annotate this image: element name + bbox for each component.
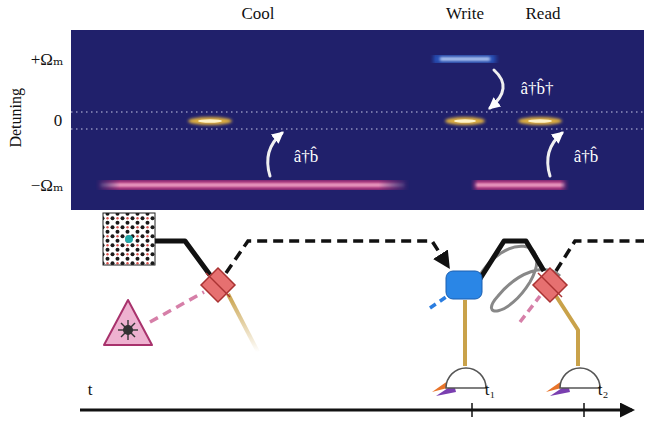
output-beam <box>556 296 578 366</box>
operator-label: â†b̂ <box>294 148 319 167</box>
beam <box>478 241 544 282</box>
beam-splitter <box>201 268 567 302</box>
spectrogram-panel <box>71 30 644 210</box>
scattering-arrow <box>268 70 562 176</box>
beam <box>155 241 210 275</box>
laser-symbol <box>104 300 152 345</box>
detector <box>432 368 600 396</box>
phase-title: Cool <box>241 5 274 24</box>
pump-line <box>430 55 500 63</box>
pump-beam <box>430 297 446 308</box>
laser-beam <box>150 292 204 322</box>
phase-title: Read <box>526 5 561 24</box>
tick-label: t₁ <box>485 381 496 400</box>
tick-label: t₂ <box>598 381 609 400</box>
axis-title: Detuning <box>7 88 25 148</box>
output-beam <box>463 300 467 366</box>
phase-title: Write <box>446 5 484 24</box>
tick-label: +Ωₘ <box>31 51 64 70</box>
laser-beam <box>520 296 540 322</box>
tick-label: 0 <box>54 112 63 131</box>
output-beam <box>228 294 258 352</box>
photonic-crystal <box>103 213 155 265</box>
operator-label: â†b̂† <box>520 80 553 99</box>
crystal-defect <box>125 235 133 243</box>
time-axis <box>80 403 632 417</box>
axis-title: t <box>88 381 93 400</box>
filter-box <box>446 271 482 299</box>
optical-setup <box>103 213 644 396</box>
pump-line <box>470 180 570 190</box>
operator-label: â†b̂ <box>574 148 599 167</box>
beam <box>226 241 448 273</box>
beam <box>556 241 644 271</box>
cavity-peak <box>188 117 562 125</box>
tick-label: −Ωₘ <box>31 177 64 196</box>
pump-line <box>95 180 410 190</box>
